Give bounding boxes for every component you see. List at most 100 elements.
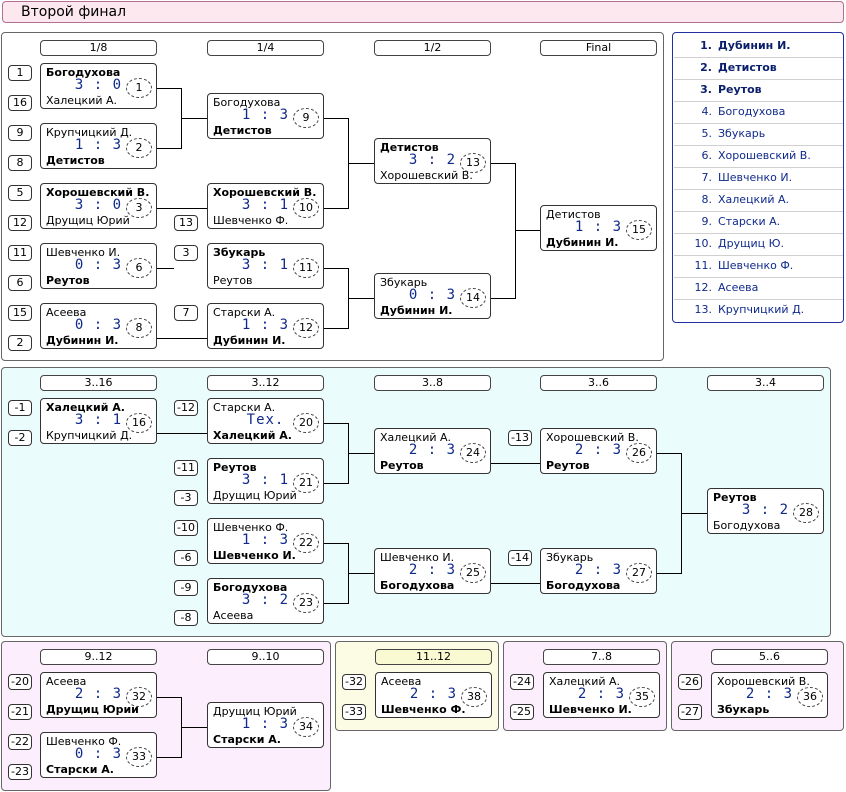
standing-row: 11.Шевченко Ф. <box>674 255 843 278</box>
match-number: 35 <box>629 687 655 707</box>
score: 3 : 2 <box>241 592 290 608</box>
player-1: Реутов <box>713 491 757 504</box>
match-number: 34 <box>293 717 319 737</box>
score: 1 : 3 <box>574 219 623 235</box>
player-2: Збукарь <box>717 703 770 716</box>
seed-box: 12 <box>8 215 32 231</box>
match-number: 16 <box>126 413 152 433</box>
match-number: 14 <box>460 288 486 308</box>
seed-box: -9 <box>174 580 198 596</box>
player-2: Шевченко И. <box>549 703 632 716</box>
round-header-9-10: 9..10 <box>207 649 324 665</box>
round-header-1-2: 1/2 <box>374 40 491 56</box>
round-header-3-8: 3..8 <box>374 375 491 391</box>
player-2: Реутов <box>380 459 424 472</box>
standing-row: 7.Шевченко И. <box>674 167 843 190</box>
round-header-3-12: 3..12 <box>207 375 324 391</box>
round-header-3-16: 3..16 <box>40 375 157 391</box>
match-number: 15 <box>626 220 652 240</box>
score: 3 : 2 <box>741 502 790 518</box>
player-1: Халецкий А. <box>549 675 621 688</box>
player-1: Халецкий А. <box>46 401 125 414</box>
score: 0 : 3 <box>74 257 123 273</box>
player-2: Халецкий А. <box>213 429 292 442</box>
match-number: 24 <box>460 443 486 463</box>
player-2: Детистов <box>213 124 272 137</box>
score: 1 : 3 <box>74 137 123 153</box>
match-number: 3 <box>126 198 152 218</box>
seed-box: -3 <box>174 490 198 506</box>
score: 2 : 3 <box>74 686 123 702</box>
player-2: Шевченко Ф. <box>213 214 289 227</box>
standing-row: 3.Реутов <box>674 79 843 102</box>
score: 3 : 0 <box>74 77 123 93</box>
seed-box: -21 <box>8 704 32 720</box>
match-number: 10 <box>293 198 319 218</box>
seed-box: 6 <box>8 275 32 291</box>
player-1: Старски А. <box>213 401 276 414</box>
player-2: Богодухова <box>546 579 621 592</box>
player-1: Богодухова <box>213 96 281 109</box>
round-header-11-12: 11..12 <box>375 649 492 665</box>
player-2: Асеева <box>213 609 254 622</box>
player-2: Шевченко Ф. <box>381 703 466 716</box>
seed-box: -23 <box>8 764 32 780</box>
seed-box: -24 <box>510 674 534 690</box>
standing-row: 6.Хорошевский В. <box>674 145 843 168</box>
seed-box: -12 <box>174 400 198 416</box>
match-number: 22 <box>293 533 319 553</box>
match-number: 27 <box>626 563 652 583</box>
match-number: 26 <box>626 443 652 463</box>
player-1: Хорошевский В. <box>46 186 150 199</box>
match-20[interactable]: Старски А.Tex.Халецкий А.20 <box>207 398 324 444</box>
seed-box: 7 <box>174 305 198 321</box>
player-1: Детистов <box>546 208 601 221</box>
player-1: Богодухова <box>213 581 288 594</box>
score: 1 : 3 <box>241 317 290 333</box>
seed-box: 9 <box>8 125 32 141</box>
match-number: 1 <box>126 78 152 98</box>
round-header-final: Final <box>540 40 657 56</box>
title-bar: Второй финал <box>2 1 844 23</box>
standing-row: 13.Крупчицкий Д. <box>694 303 805 316</box>
player-2: Детистов <box>46 154 105 167</box>
seed-box: -6 <box>174 550 198 566</box>
standings-panel <box>672 32 844 323</box>
match-number: 36 <box>797 687 823 707</box>
seed-box: -13 <box>508 430 532 446</box>
player-2: Дубинин И. <box>213 334 286 347</box>
player-1: Шевченко И. <box>380 551 455 564</box>
player-1: Друщиц Юрий <box>213 705 297 718</box>
seed-box: -27 <box>678 704 702 720</box>
seed-box: 3 <box>174 245 198 261</box>
player-2: Дубинин И. <box>546 236 619 249</box>
player-2: Старски А. <box>213 733 281 746</box>
